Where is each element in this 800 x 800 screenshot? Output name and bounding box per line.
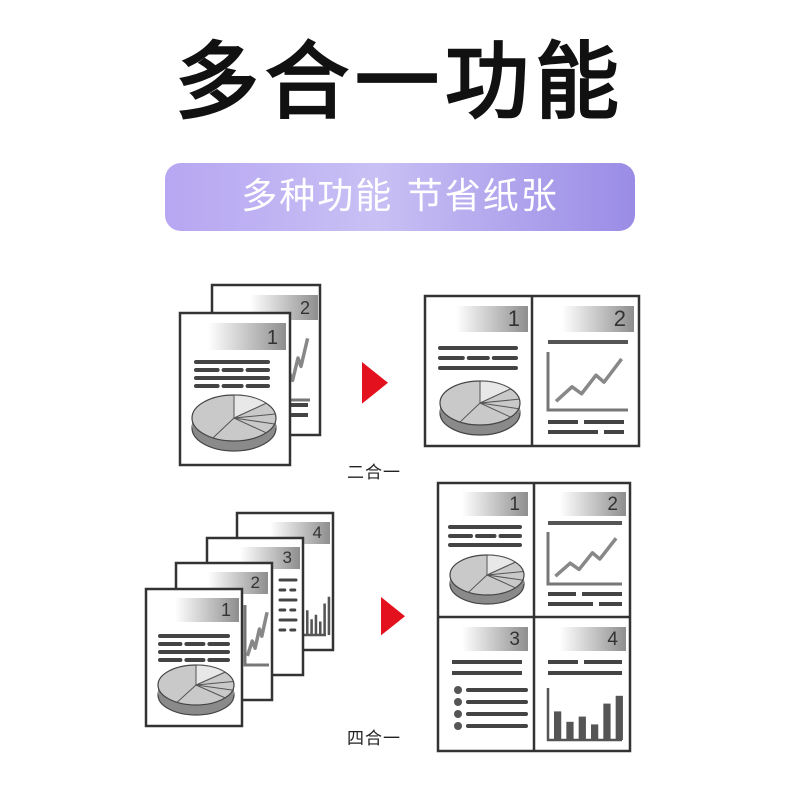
page-number: 1	[509, 494, 520, 515]
source-page-1: 1	[144, 587, 244, 728]
page-title: 多合一功能	[174, 33, 625, 131]
two-in-one-caption: 二合一	[347, 463, 401, 483]
four-in-one-caption: 四合一	[347, 729, 401, 749]
red-arrow-icon	[362, 362, 388, 404]
page-number: 1	[508, 306, 520, 331]
line-chart-icon	[546, 352, 628, 412]
red-arrow-icon	[381, 597, 405, 636]
subtitle-text: 多种功能 节省纸张	[241, 176, 559, 217]
page-number: 4	[313, 523, 322, 542]
page-number: 4	[607, 629, 618, 650]
page-number: 2	[251, 573, 260, 592]
line-chart-icon	[546, 532, 622, 586]
four-in-one-result: 1 2 3 4	[436, 481, 632, 753]
subtitle-banner: 多种功能 节省纸张	[165, 163, 635, 231]
line-chart-icon	[243, 605, 269, 667]
source-page-1: 1	[178, 311, 292, 467]
page-number: 3	[509, 629, 520, 650]
page-number: 2	[614, 306, 626, 331]
page-number: 1	[221, 600, 231, 620]
page-number: 2	[300, 298, 310, 318]
page-number: 2	[607, 494, 618, 515]
page-number: 3	[283, 548, 292, 567]
page-number: 1	[267, 327, 278, 349]
